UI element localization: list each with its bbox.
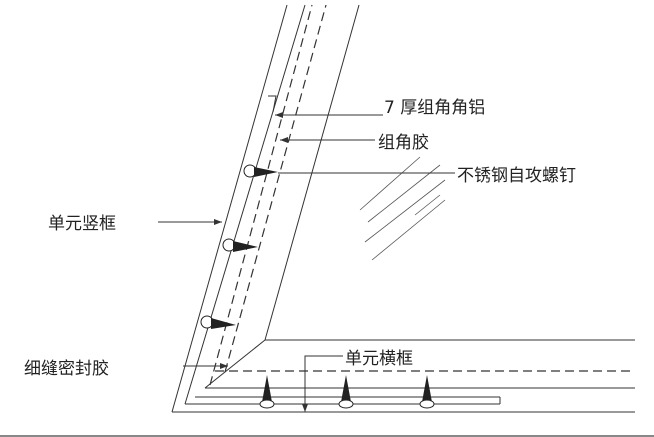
- screw-icon: [200, 315, 236, 329]
- screw-icon: [338, 375, 354, 409]
- screw-icon: [419, 375, 435, 409]
- glass-hatching: [359, 156, 446, 261]
- label-screw: 不锈钢自攻螺钉: [457, 166, 576, 186]
- leader-lines: [158, 112, 455, 412]
- screw-icons: [200, 164, 435, 409]
- label-horizontal-frame: 单元横框: [345, 349, 413, 369]
- screw-icon: [222, 238, 258, 252]
- horizontal-frame-lines: [172, 339, 635, 413]
- screw-icon: [259, 375, 275, 409]
- label-sealant: 细缝密封胶: [24, 359, 109, 379]
- vertical-frame-lines: [171, 4, 360, 413]
- label-vertical-frame: 单元竖框: [48, 214, 116, 234]
- label-corner-glue: 组角胶: [378, 133, 429, 153]
- label-aluminum-corner: 7 厚组角角铝: [384, 98, 485, 118]
- screw-icon: [243, 164, 278, 178]
